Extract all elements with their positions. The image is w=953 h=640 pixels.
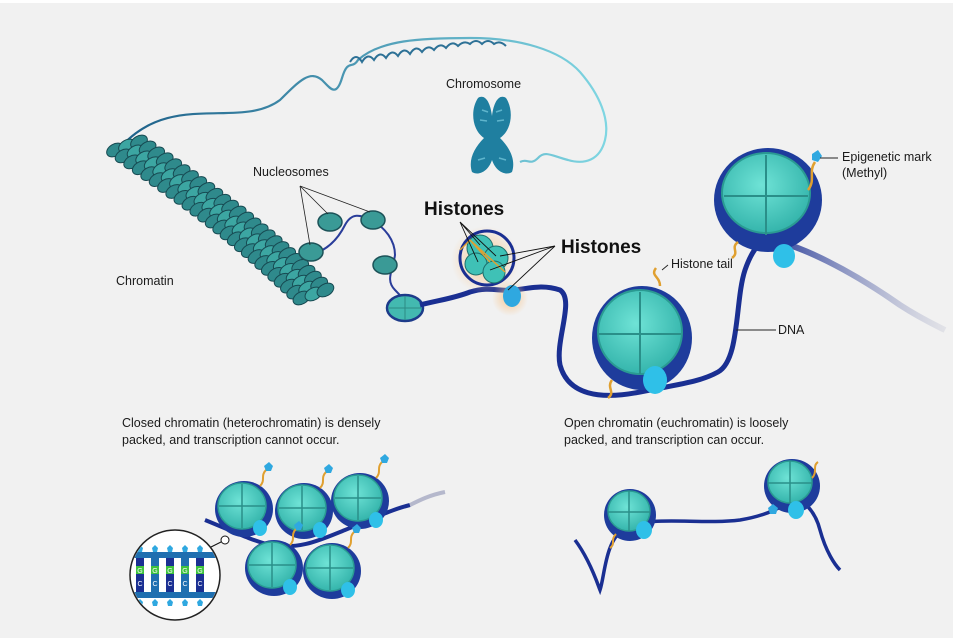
base-letter: C — [167, 581, 172, 588]
label-pointers — [661, 157, 838, 331]
closed-methyl-pentagon-icon — [264, 462, 273, 471]
base-letter: G — [197, 568, 202, 575]
chromosome-label: Chromosome — [446, 77, 522, 91]
base-letter: G — [182, 568, 187, 575]
closed-chromatin-cluster — [204, 454, 446, 599]
closed-histone-bead — [283, 579, 297, 595]
base-green-marker — [196, 566, 204, 574]
closed-methyl-pentagon-icon — [324, 464, 333, 473]
histones-pointer — [459, 221, 556, 291]
base-letter: C — [152, 581, 157, 588]
histone-tail-label: Histone tail — [671, 257, 733, 271]
base-pair-rung — [151, 558, 159, 592]
closed-histone-bead — [313, 522, 327, 538]
closed-histone-bead — [341, 582, 355, 598]
closed-methyl-pentagon-icon — [294, 521, 303, 530]
base-green-marker — [151, 566, 159, 574]
base-pair-rung — [166, 558, 174, 592]
nucleosomes-pointer — [299, 185, 371, 246]
closed-nucleosome-groove — [279, 486, 325, 530]
methyl-pentagon-icon — [812, 150, 822, 162]
base-letter: C — [182, 581, 187, 588]
base-pair-rung — [196, 558, 204, 592]
base-letter: C — [137, 581, 142, 588]
histone-octamer-highlighted — [451, 226, 528, 316]
dna-label: DNA — [778, 323, 805, 337]
chromatin-fiber-thread — [119, 36, 608, 164]
closed-histone-tail — [319, 471, 327, 489]
lens-methyl-pentagon-icon — [197, 545, 203, 552]
closed-nucleosome-groove — [335, 476, 381, 520]
closed-nucleosome-groove — [219, 484, 265, 528]
closed-histone-tail — [259, 469, 267, 487]
histones-label-1: Histones — [424, 199, 505, 220]
epigenetic-mark-label: Epigenetic mark — [842, 150, 932, 164]
base-green-marker — [166, 566, 174, 574]
chromatin-disc — [316, 282, 335, 298]
base-letter: C — [197, 581, 202, 588]
closed-methyl-pentagon-icon — [352, 524, 361, 533]
nucleosome-beads — [298, 210, 425, 323]
lens-methyl-pentagon-icon — [197, 599, 203, 606]
base-pair-rung — [136, 558, 144, 592]
chromosome-icon — [470, 96, 514, 174]
closed-nucleosome-groove — [307, 546, 353, 590]
open-chromatin — [573, 459, 842, 596]
base-pair-rung — [181, 558, 189, 592]
closed-histone-bead — [369, 512, 383, 528]
lens-methyl-pentagon-icon — [152, 545, 158, 552]
histones-label-2: Histones — [561, 237, 642, 258]
base-green-marker — [136, 566, 144, 574]
methyl-label: (Methyl) — [842, 166, 888, 180]
base-letter: G — [137, 568, 142, 575]
closed-chromatin-caption: Closed chromatin (heterochromatin) is de… — [122, 416, 381, 447]
closed-nucleosome-groove — [249, 543, 295, 587]
chromatin-coil — [106, 134, 335, 306]
lens-methyl-pentagon-icon — [167, 599, 173, 606]
base-green-marker — [181, 566, 189, 574]
base-letter: G — [167, 568, 172, 575]
closed-histone-bead — [253, 520, 267, 536]
open-chromatin-caption: Open chromatin (euchromatin) is loosely … — [564, 416, 789, 447]
nucleosomes-label: Nucleosomes — [253, 165, 329, 179]
lens-methyl-pentagon-icon — [182, 545, 188, 552]
lens-methyl-pentagon-icon — [182, 599, 188, 606]
closed-histone-tail — [375, 461, 383, 479]
closed-histone-tail — [289, 528, 297, 546]
lens-methyl-pentagon-icon — [167, 545, 173, 552]
lens-methyl-pentagon-icon — [152, 599, 158, 606]
chromatin-label: Chromatin — [116, 274, 174, 288]
nucleosome-large-top — [714, 148, 822, 268]
nucleosome-large-mid — [592, 267, 692, 399]
closed-histone-tail — [347, 531, 355, 549]
closed-methyl-pentagon-icon — [380, 454, 389, 463]
base-letter: G — [152, 568, 157, 575]
